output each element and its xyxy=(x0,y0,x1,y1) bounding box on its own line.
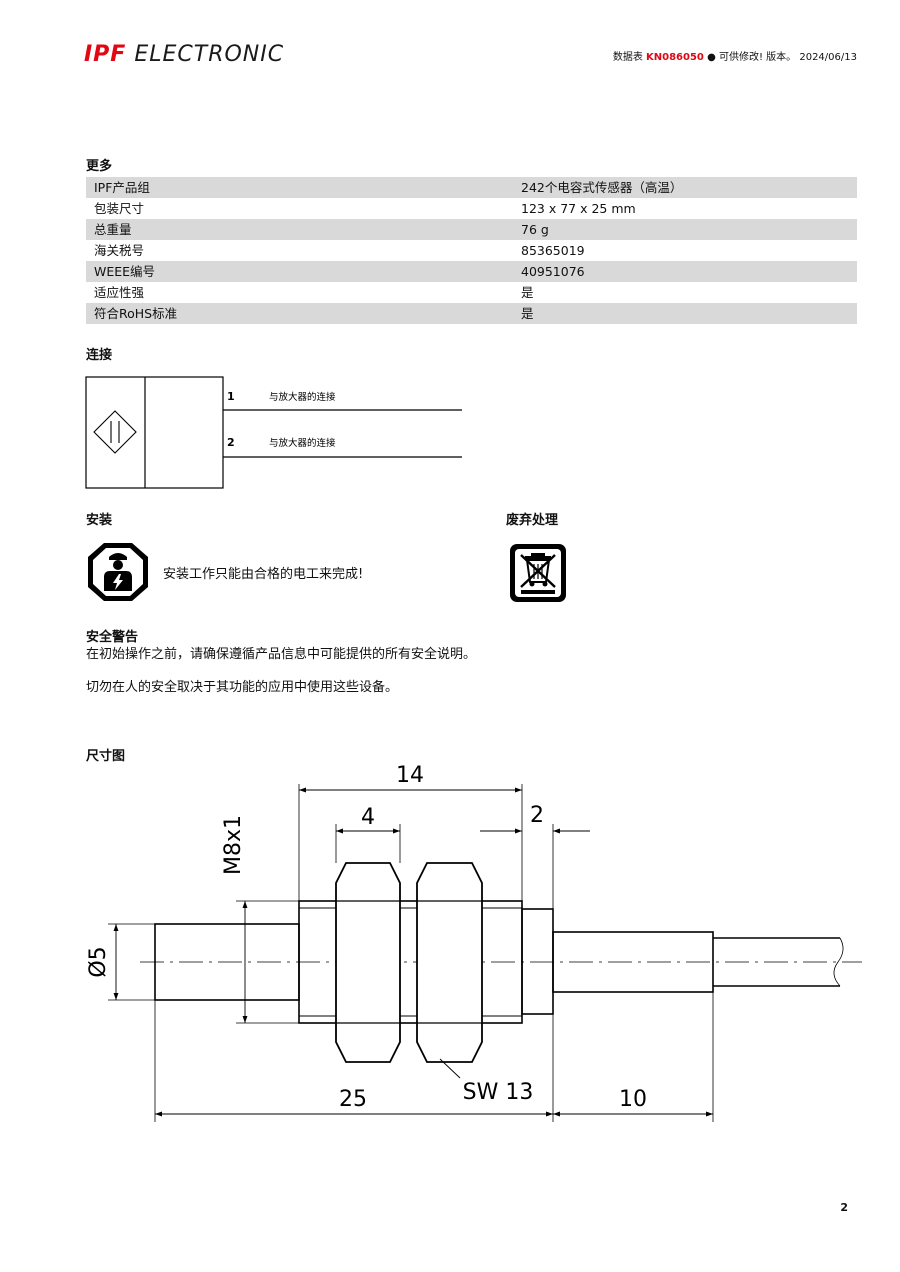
document-header-info: 数据表 KN086050 ● 可供修改! 版本。 2024/06/13 xyxy=(613,48,857,63)
logo-text: ELECTRONIC xyxy=(134,42,285,67)
section-title-safety: 安全警告 xyxy=(86,630,139,645)
end-cap xyxy=(521,908,554,1015)
doc-version: ● 可供修改! 版本。 2024/06/13 xyxy=(707,52,857,63)
row-label: 总重量 xyxy=(86,219,513,240)
row-value: 是 xyxy=(513,303,857,324)
sensor-tip xyxy=(154,923,300,1001)
row-value: 242个电容式传感器（高温） xyxy=(513,177,857,198)
row-value: 76 g xyxy=(513,219,857,240)
dim-4: 4 xyxy=(361,805,375,830)
row-value: 123 x 77 x 25 mm xyxy=(521,201,636,216)
section-title-connection: 连接 xyxy=(86,348,113,363)
row-value: 85365019 xyxy=(521,243,585,258)
row-value: 是 xyxy=(521,285,534,300)
connection-diagram: 1 与放大器的连接 2 与放大器的连接 xyxy=(85,376,462,489)
dim-diameter: Ø5 xyxy=(86,946,111,977)
row-label: IPF产品组 xyxy=(86,177,513,198)
dim-14: 14 xyxy=(396,763,424,788)
section-title-more: 更多 xyxy=(86,159,113,174)
hex-nut xyxy=(335,862,401,1063)
section-title-disposal: 废弃处理 xyxy=(506,513,559,528)
electrician-icon xyxy=(88,543,148,601)
dim-25: 25 xyxy=(339,1087,367,1112)
table-row: 符合RoHS标准是 xyxy=(86,303,857,324)
section-title-installation: 安装 xyxy=(86,513,113,528)
weee-bin-icon xyxy=(510,544,566,602)
installation-text: 安装工作只能由合格的电工来完成! xyxy=(163,567,364,582)
company-logo: IPF ELECTRONIC xyxy=(84,42,284,67)
cable-sleeve xyxy=(552,931,714,993)
dim-2: 2 xyxy=(530,803,544,828)
row-label: WEEE编号 xyxy=(86,261,513,282)
section-title-dimension: 尺寸图 xyxy=(86,749,126,764)
safety-text-1: 在初始操作之前，请确保遵循产品信息中可能提供的所有安全说明。 xyxy=(86,647,477,662)
logo-brand: IPF xyxy=(84,42,127,67)
wire-label: 与放大器的连接 xyxy=(269,437,336,449)
doc-code: KN086050 xyxy=(646,52,704,63)
dim-10: 10 xyxy=(619,1087,647,1112)
wire-number: 2 xyxy=(227,436,235,449)
safety-text-2: 切勿在人的安全取决于其功能的应用中使用这些设备。 xyxy=(86,680,399,695)
dim-wrench: SW 13 xyxy=(463,1080,534,1105)
row-label: 适应性强 xyxy=(94,285,145,300)
doc-label: 数据表 xyxy=(612,52,643,63)
wire-number: 1 xyxy=(227,390,235,403)
page-number: 2 xyxy=(840,1201,848,1214)
sensor-box xyxy=(85,376,224,489)
hex-nut xyxy=(416,862,483,1063)
capacitive-sensor-icon xyxy=(93,410,137,454)
table-row: 海关税号 85365019 xyxy=(86,240,857,261)
table-row: 包装尺寸 123 x 77 x 25 mm xyxy=(86,198,857,219)
dim-thread: M8x1 xyxy=(221,815,246,875)
row-label: 海关税号 xyxy=(94,243,145,258)
row-label: 符合RoHS标准 xyxy=(86,303,513,324)
table-row: 适应性强 是 xyxy=(86,282,857,303)
wire-label: 与放大器的连接 xyxy=(269,391,336,403)
threaded-body xyxy=(298,900,523,1024)
row-label: 包装尺寸 xyxy=(94,201,145,216)
row-value: 40951076 xyxy=(513,261,857,282)
